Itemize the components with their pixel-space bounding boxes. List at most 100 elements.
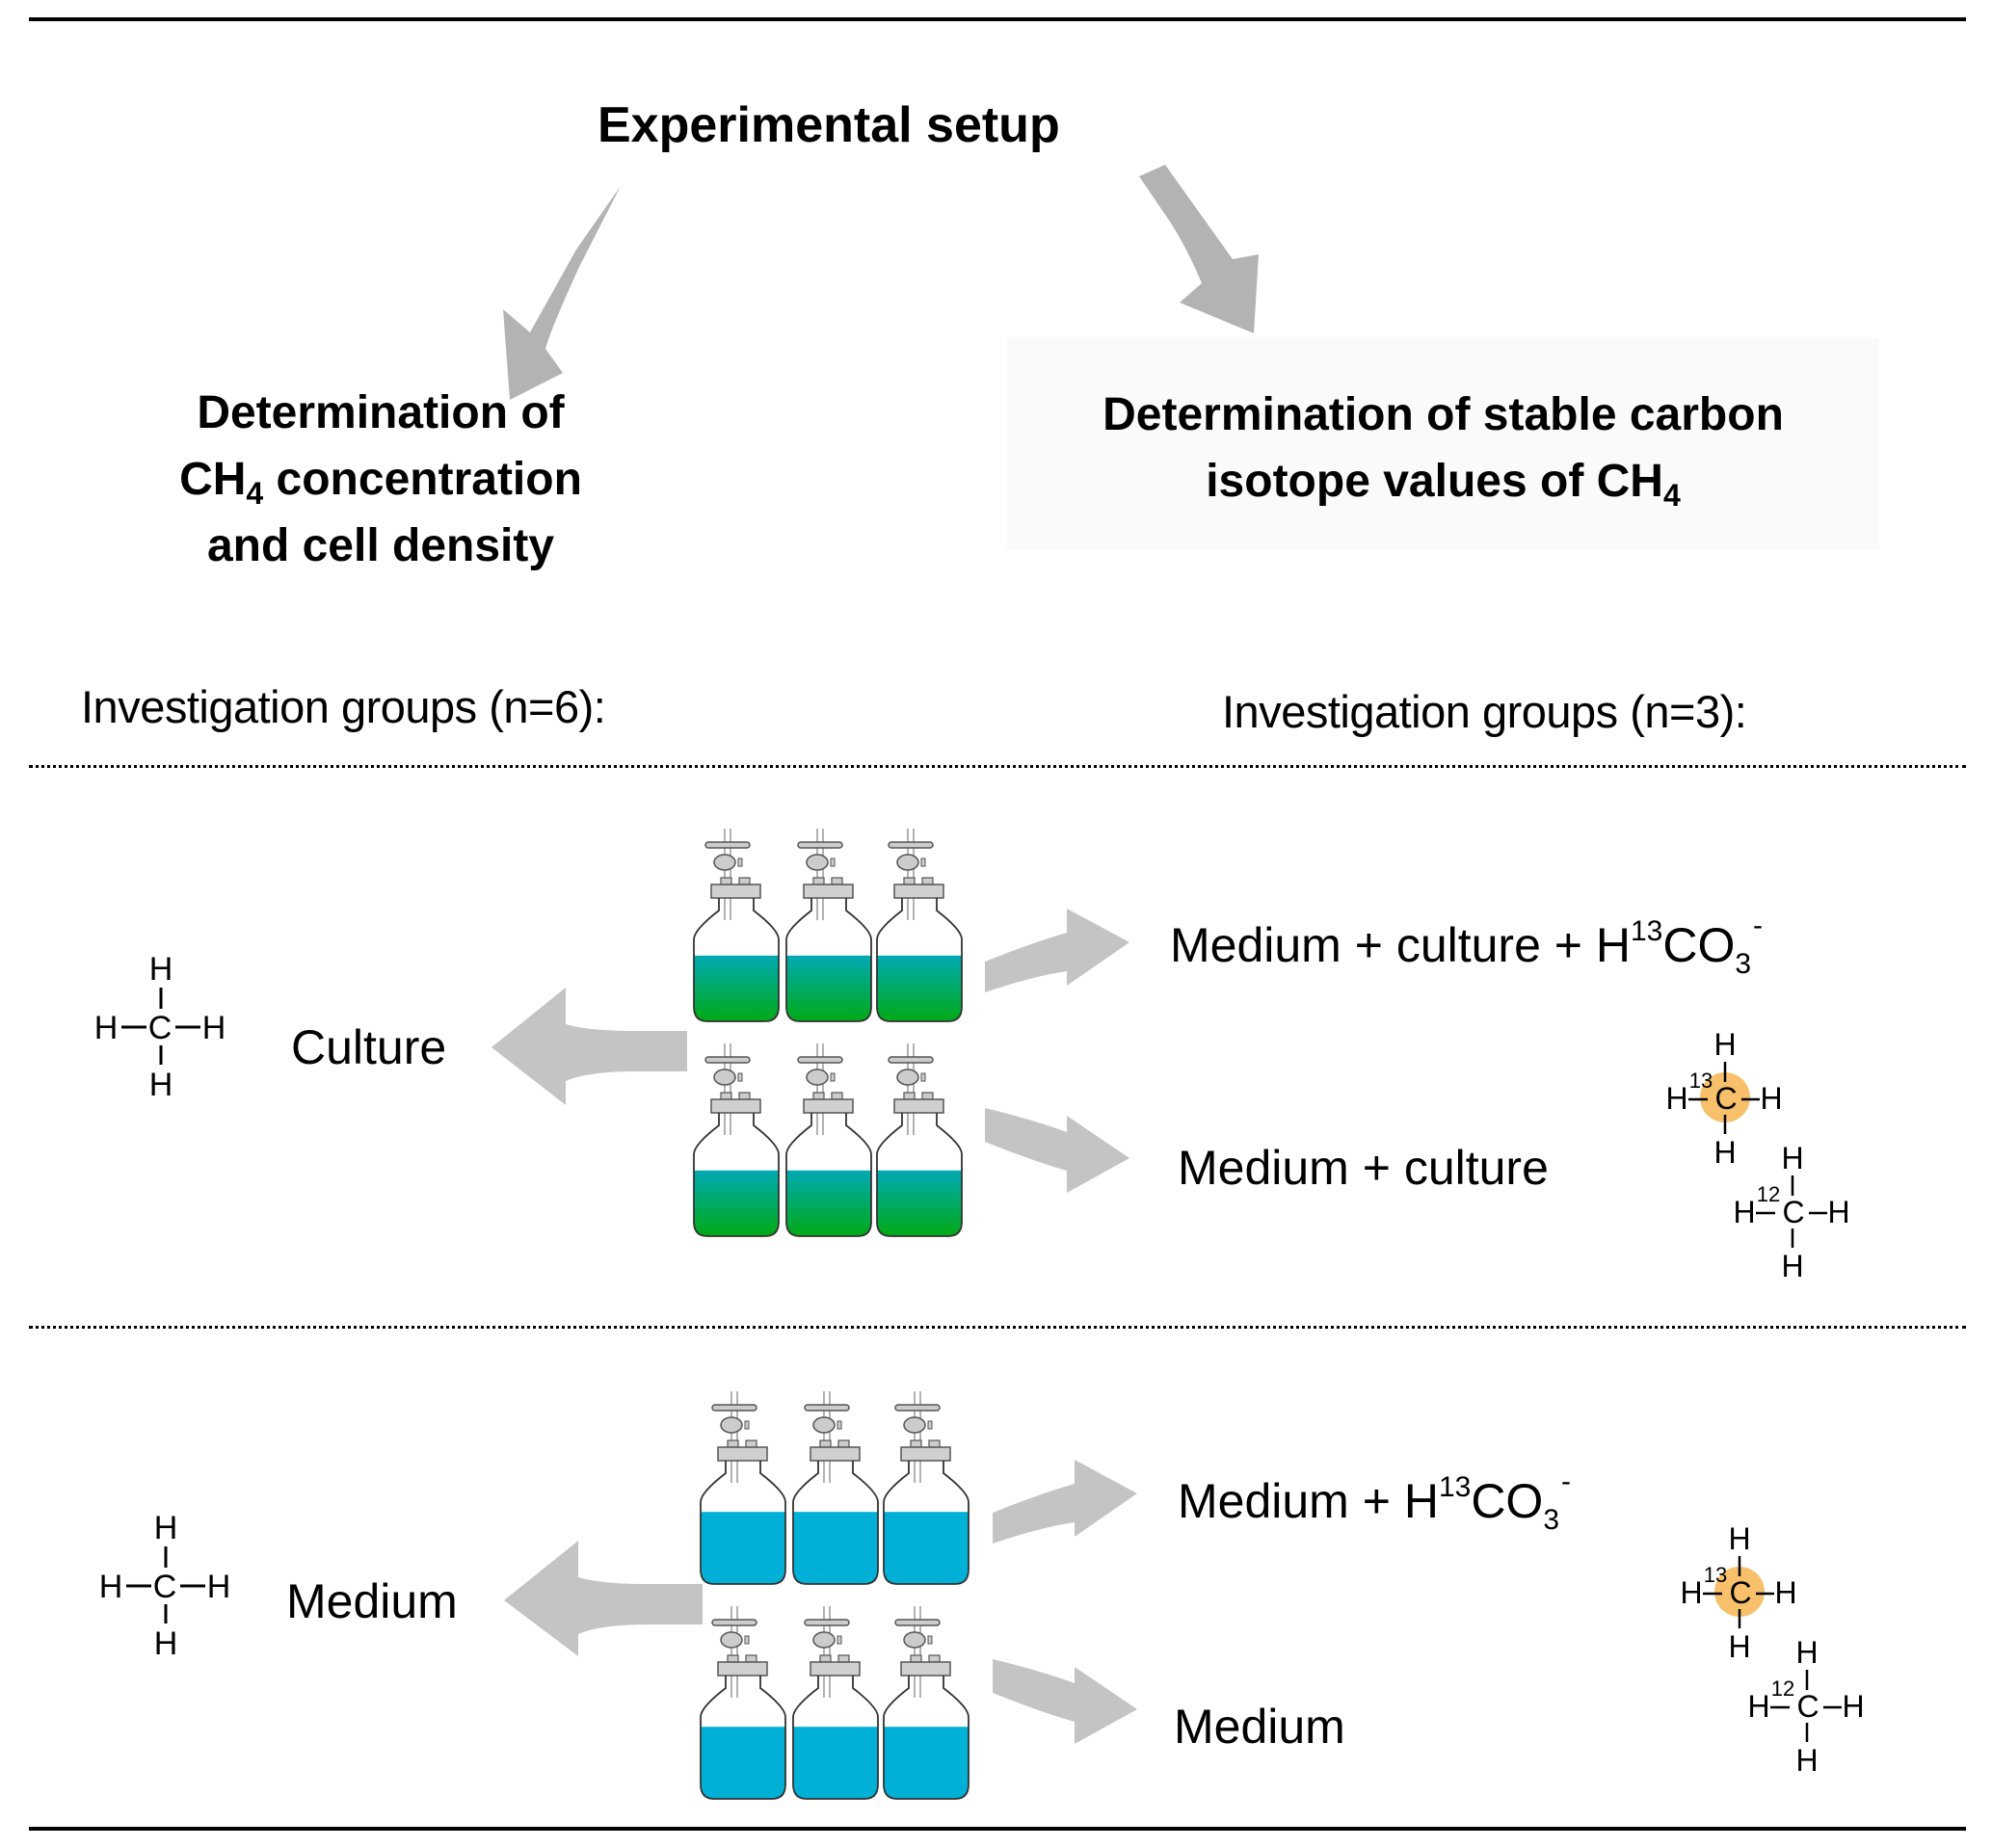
condition-medium: Medium <box>1174 1700 1345 1754</box>
arrow-left-culture <box>491 988 687 1105</box>
liquid-fill <box>877 1170 962 1236</box>
arrow-left-medium <box>504 1541 703 1656</box>
c-atom: C <box>153 1569 177 1605</box>
section-divider-2 <box>29 1326 1966 1329</box>
atom-label: H <box>1781 1141 1803 1175</box>
right-heading-box <box>1007 337 1879 549</box>
bottom-border <box>29 1827 1966 1831</box>
isotope-13-superscript: 13 <box>1438 1471 1472 1503</box>
serum-bottle <box>785 829 872 1022</box>
arrow-right-icon <box>985 909 1129 992</box>
arrow-right-culture-lower <box>985 1108 1129 1193</box>
liquid-fill <box>884 1512 969 1584</box>
atom-label: H <box>1665 1081 1687 1116</box>
subscript-3: 3 <box>1735 948 1752 980</box>
atom-label: 12 <box>1757 1182 1780 1206</box>
serum-bottle <box>876 829 963 1022</box>
h-atom-top: H <box>154 1510 178 1546</box>
liquid-fill <box>694 955 779 1021</box>
condition-culture-h13co3: Medium + culture + H13CO3- <box>1170 911 1763 979</box>
arrow-left-icon <box>491 988 687 1105</box>
h-atom-bottom: H <box>154 1625 178 1662</box>
atom-label: H <box>1728 1521 1750 1556</box>
h-atom-top: H <box>149 951 173 988</box>
arrow-right-medium-upper <box>993 1460 1137 1544</box>
h-atom-right: H <box>202 1010 226 1046</box>
medium-label: Medium <box>286 1574 458 1628</box>
arrow-right-medium-lower <box>993 1659 1137 1744</box>
serum-bottle <box>792 1391 879 1585</box>
co-text: CO <box>1471 1474 1544 1528</box>
right-groups-label: Investigation groups (n=3): <box>1222 686 1747 737</box>
h-atom-left: H <box>99 1569 123 1605</box>
atom-label: H <box>1728 1629 1750 1664</box>
right-branch-heading: Determination of stable carbon isotope v… <box>1007 382 1879 515</box>
atom-label: H <box>1795 1743 1818 1778</box>
isotope-text: isotope values of CH <box>1206 456 1663 507</box>
ch4-formula: CH <box>179 454 247 505</box>
atom-label: C <box>1729 1575 1751 1610</box>
arrow-right-icon <box>993 1460 1137 1544</box>
arrow-down-left-icon <box>503 186 621 400</box>
top-border <box>29 17 1966 21</box>
serum-bottle <box>883 1391 969 1585</box>
h-atom-right: H <box>207 1569 231 1605</box>
arrow-right-icon <box>985 1108 1129 1193</box>
serum-bottle <box>700 1606 786 1800</box>
arrow-right-icon <box>993 1659 1137 1744</box>
right-heading-line1: Determination of stable carbon <box>1102 389 1784 440</box>
atom-label: H <box>1781 1249 1803 1283</box>
liquid-fill <box>884 1727 969 1799</box>
arrow-down-right-icon <box>1139 165 1259 333</box>
serum-bottle <box>883 1606 969 1800</box>
arrow-right-culture-upper <box>985 909 1129 992</box>
h-atom-bottom: H <box>149 1067 173 1103</box>
atom-label: 13 <box>1689 1069 1713 1093</box>
arrow-to-left-branch <box>503 165 1259 400</box>
medium-bottle-group <box>700 1391 969 1800</box>
serum-bottle <box>792 1606 879 1800</box>
co-text: CO <box>1662 918 1736 972</box>
atom-label: 13 <box>1704 1563 1727 1587</box>
atom-label: C <box>1782 1195 1804 1229</box>
methane-molecule-medium: H H C H H <box>99 1510 231 1662</box>
atom-label: H <box>1842 1689 1864 1724</box>
atom-label: C <box>1714 1081 1737 1116</box>
liquid-fill <box>701 1512 785 1584</box>
atom-label: C <box>1796 1689 1819 1724</box>
atom-label: H <box>1713 1135 1736 1170</box>
right-heading-line2: isotope values of CH4 <box>1007 448 1879 515</box>
left-heading-line1: Determination of <box>197 387 565 438</box>
left-branch-heading: Determination of CH4 concentration and c… <box>135 380 626 579</box>
liquid-fill <box>793 1727 878 1799</box>
negative-charge: - <box>1561 1465 1571 1497</box>
atom-label: 12 <box>1771 1676 1794 1701</box>
atom-label: H <box>1760 1081 1782 1116</box>
serum-bottle <box>700 1391 786 1585</box>
condition-culture: Medium + culture <box>1178 1141 1549 1195</box>
negative-charge: - <box>1753 910 1764 941</box>
13c-highlight <box>1714 1567 1765 1617</box>
culture-label: Culture <box>291 1020 447 1074</box>
h-atom-left: H <box>94 1010 119 1046</box>
ch4-subscript: 4 <box>1662 478 1681 513</box>
diagram-title: Experimental setup <box>598 97 1060 153</box>
liquid-fill <box>793 1512 878 1584</box>
condition-text: Medium + culture + H <box>1170 918 1631 972</box>
serum-bottle <box>876 1043 963 1237</box>
left-heading-line2: CH4 concentration <box>135 446 626 513</box>
left-heading-line3: and cell density <box>206 520 555 571</box>
ch4-subscript: 4 <box>246 476 264 511</box>
atom-label: H <box>1795 1635 1818 1670</box>
atom-label: H <box>1680 1575 1702 1610</box>
atom-label: H <box>1774 1575 1796 1610</box>
atom-label: H <box>1733 1195 1755 1229</box>
liquid-fill <box>786 1170 871 1236</box>
atom-label: H <box>1827 1195 1849 1229</box>
